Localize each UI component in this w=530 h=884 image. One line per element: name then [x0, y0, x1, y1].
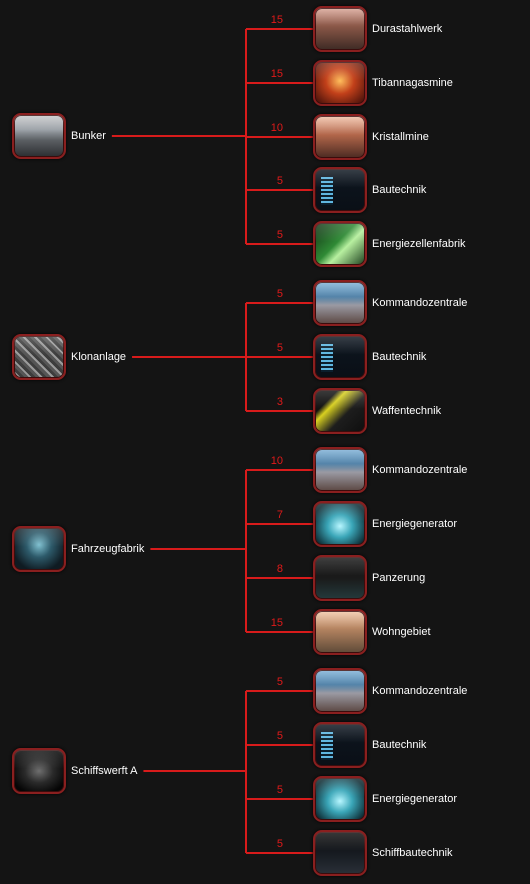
- required-building-node[interactable]: Durastahlwerk: [313, 6, 442, 52]
- required-level: 5: [276, 342, 283, 354]
- required-level: 5: [276, 175, 283, 187]
- required-building-node[interactable]: Kommandozentrale: [313, 668, 467, 714]
- durasteel-factory-icon[interactable]: [313, 6, 367, 52]
- required-building-label[interactable]: Tibannagasmine: [372, 77, 453, 89]
- required-building-node[interactable]: Energiegenerator: [313, 776, 457, 822]
- command-center-icon[interactable]: [313, 668, 367, 714]
- required-building-label[interactable]: Durastahlwerk: [372, 23, 443, 35]
- required-building-label[interactable]: Kommandozentrale: [372, 297, 468, 309]
- required-building-node[interactable]: Schiffbautechnik: [313, 830, 453, 876]
- required-level: 5: [276, 229, 283, 241]
- required-level: 5: [276, 288, 283, 300]
- energy-generator-icon[interactable]: [313, 776, 367, 822]
- command-center-icon[interactable]: [313, 447, 367, 493]
- vehicle-factory-icon[interactable]: [12, 526, 66, 572]
- required-level: 3: [276, 396, 283, 408]
- required-building-label[interactable]: Bautechnik: [372, 351, 427, 363]
- required-building-label[interactable]: Kommandozentrale: [372, 685, 468, 697]
- energy-generator-icon[interactable]: [313, 501, 367, 547]
- residential-area-icon[interactable]: [313, 609, 367, 655]
- tibanna-gas-mine-icon[interactable]: [313, 60, 367, 106]
- required-level: 15: [270, 68, 283, 80]
- required-building-label[interactable]: Energiegenerator: [372, 793, 458, 805]
- required-building-label[interactable]: Energiezellenfabrik: [372, 238, 466, 250]
- weapon-tech-icon[interactable]: [313, 388, 367, 434]
- required-building-label[interactable]: Energiegenerator: [372, 518, 458, 530]
- required-level: 5: [276, 784, 283, 796]
- source-building-node[interactable]: Klonanlage: [12, 334, 126, 380]
- required-level: 10: [270, 122, 283, 134]
- required-level: 15: [270, 617, 283, 629]
- required-level: 10: [270, 455, 283, 467]
- source-building-label[interactable]: Fahrzeugfabrik: [71, 543, 145, 555]
- required-level: 15: [270, 14, 283, 26]
- required-building-node[interactable]: Bautechnik: [313, 167, 426, 213]
- required-building-label[interactable]: Schiffbautechnik: [372, 847, 453, 859]
- energy-cell-factory-icon[interactable]: [313, 221, 367, 267]
- shipbuilding-tech-icon[interactable]: [313, 830, 367, 876]
- required-building-node[interactable]: Kommandozentrale: [313, 280, 467, 326]
- required-building-label[interactable]: Waffentechnik: [372, 405, 442, 417]
- required-building-node[interactable]: Kristallmine: [313, 114, 429, 160]
- required-building-node[interactable]: Waffentechnik: [313, 388, 441, 434]
- required-building-label[interactable]: Bautechnik: [372, 184, 427, 196]
- source-building-label[interactable]: Klonanlage: [71, 351, 127, 363]
- shipyard-icon[interactable]: [12, 748, 66, 794]
- required-building-node[interactable]: Panzerung: [313, 555, 425, 601]
- required-building-node[interactable]: Energiegenerator: [313, 501, 457, 547]
- source-building-label[interactable]: Bunker: [71, 130, 106, 142]
- required-level: 5: [276, 676, 283, 688]
- required-level: 5: [276, 838, 283, 850]
- required-building-label[interactable]: Wohngebiet: [372, 626, 431, 638]
- required-building-node[interactable]: Energiezellenfabrik: [313, 221, 466, 267]
- required-level: 8: [276, 563, 283, 575]
- required-level: 5: [276, 730, 283, 742]
- source-building-node[interactable]: Schiffswerft A: [12, 748, 137, 794]
- required-building-label[interactable]: Bautechnik: [372, 739, 427, 751]
- required-building-node[interactable]: Wohngebiet: [313, 609, 431, 655]
- command-center-icon[interactable]: [313, 280, 367, 326]
- clone-facility-icon[interactable]: [12, 334, 66, 380]
- required-building-node[interactable]: Tibannagasmine: [313, 60, 453, 106]
- source-building-node[interactable]: Fahrzeugfabrik: [12, 526, 144, 572]
- bunker-icon[interactable]: [12, 113, 66, 159]
- construction-tech-icon[interactable]: [313, 722, 367, 768]
- construction-tech-icon[interactable]: [313, 167, 367, 213]
- source-building-node[interactable]: Bunker: [12, 113, 106, 159]
- required-building-node[interactable]: Bautechnik: [313, 334, 426, 380]
- construction-tech-icon[interactable]: [313, 334, 367, 380]
- armor-icon[interactable]: [313, 555, 367, 601]
- required-level: 7: [276, 509, 283, 521]
- required-building-label[interactable]: Kristallmine: [372, 131, 429, 143]
- crystal-mine-icon[interactable]: [313, 114, 367, 160]
- required-building-label[interactable]: Kommandozentrale: [372, 464, 468, 476]
- required-building-node[interactable]: Bautechnik: [313, 722, 426, 768]
- required-building-node[interactable]: Kommandozentrale: [313, 447, 467, 493]
- source-building-label[interactable]: Schiffswerft A: [71, 765, 138, 777]
- required-building-label[interactable]: Panzerung: [372, 572, 426, 584]
